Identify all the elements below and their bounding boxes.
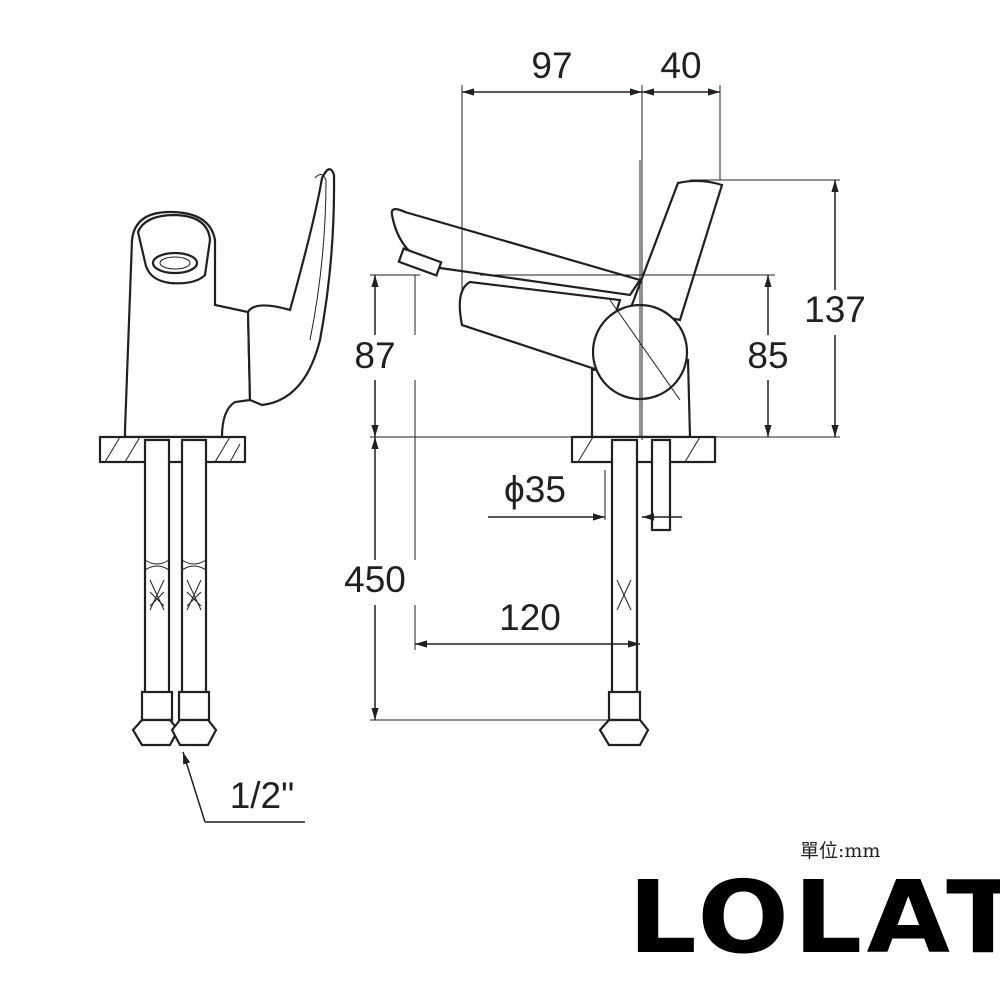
hose-left <box>131 438 180 747</box>
brand-logo: LOLAT <box>628 859 1000 976</box>
unit-label: 單位:mm <box>800 840 881 862</box>
dim-40: 40 <box>660 45 701 86</box>
dim-97: 97 <box>531 45 572 86</box>
dim-450: 450 <box>344 559 406 600</box>
hose-right <box>170 438 218 747</box>
dim-diameter-35: ϕ35 <box>504 469 566 510</box>
dim-120: 120 <box>499 597 561 638</box>
dimension-labels: 97 40 137 87 85 450 ϕ35 120 1/2" <box>230 45 875 816</box>
dim-137: 137 <box>804 289 866 330</box>
faucet-side-view <box>98 168 336 823</box>
dim-connector: 1/2" <box>230 775 295 816</box>
faucet-front-view <box>390 160 724 747</box>
dim-87: 87 <box>354 335 395 376</box>
dim-85: 85 <box>747 335 788 376</box>
